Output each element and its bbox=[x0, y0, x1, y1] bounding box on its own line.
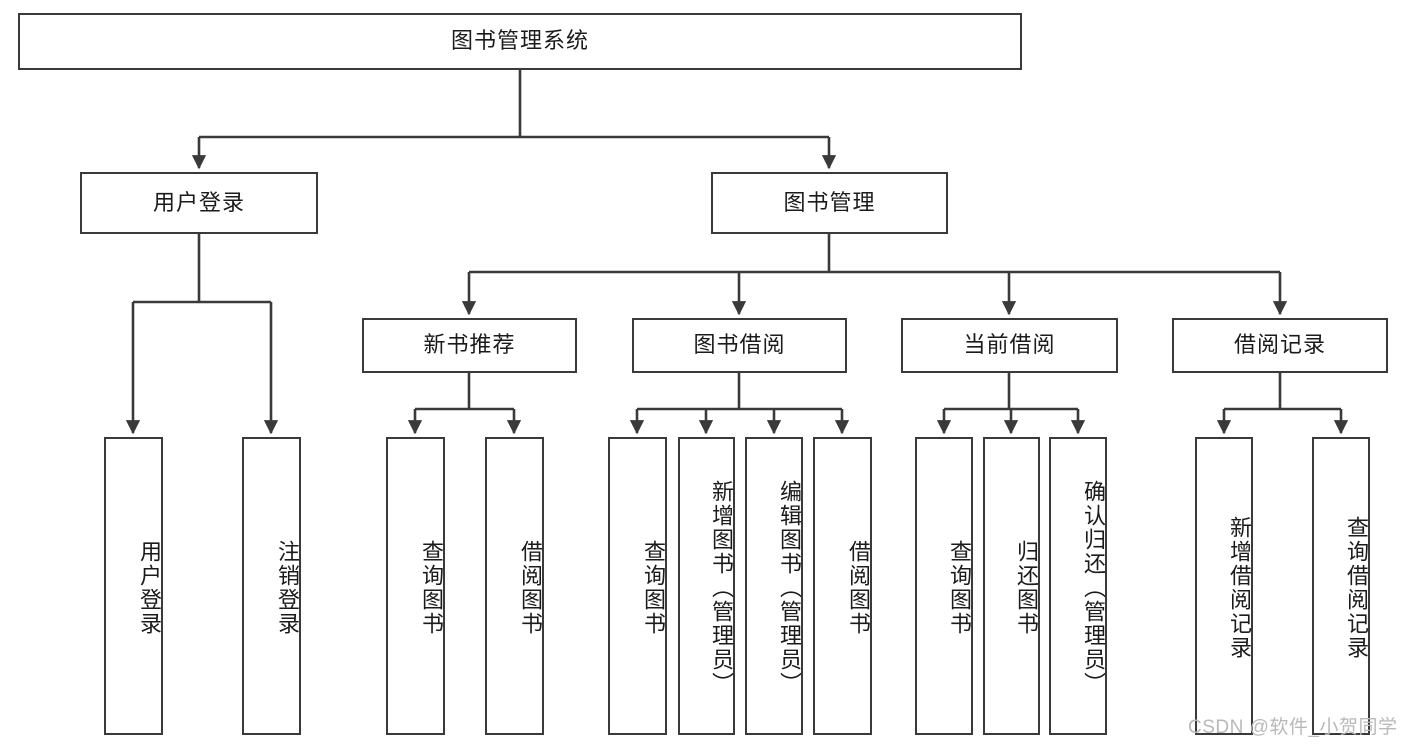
leaf-current-return-book[interactable]: 归还图书 bbox=[983, 437, 1040, 735]
watermark: CSDN @软件_小贺同学 bbox=[1188, 717, 1398, 738]
leaf-logout[interactable]: 注销登录 bbox=[242, 437, 301, 735]
node-borrow-record[interactable]: 借阅记录 bbox=[1172, 318, 1388, 373]
leaf-borrow-borrow-book[interactable]: 借阅图书 bbox=[813, 437, 872, 735]
leaf-record-add-record-label: 新增借阅记录 bbox=[1227, 516, 1252, 660]
leaf-newbook-query-book[interactable]: 查询图书 bbox=[386, 437, 445, 735]
leaf-current-return-book-label: 归还图书 bbox=[1014, 540, 1039, 636]
leaf-current-confirm-return-admin-label: 确认归还（管理员） bbox=[1081, 480, 1106, 696]
node-root[interactable]: 图书管理系统 bbox=[18, 13, 1022, 70]
leaf-current-confirm-return-admin[interactable]: 确认归还（管理员） bbox=[1049, 437, 1107, 735]
leaf-borrow-query-book-label: 查询图书 bbox=[641, 540, 666, 636]
leaf-borrow-edit-book-admin[interactable]: 编辑图书（管理员） bbox=[745, 437, 803, 735]
node-book-management[interactable]: 图书管理 bbox=[711, 172, 948, 234]
leaf-newbook-query-book-label: 查询图书 bbox=[419, 540, 444, 636]
leaf-logout-label: 注销登录 bbox=[275, 540, 300, 636]
node-borrow-record-label: 借阅记录 bbox=[1233, 332, 1326, 358]
leaf-current-query-book-label: 查询图书 bbox=[947, 540, 972, 636]
leaf-newbook-borrow-book[interactable]: 借阅图书 bbox=[485, 437, 544, 735]
leaf-borrow-query-book[interactable]: 查询图书 bbox=[608, 437, 667, 735]
leaf-current-query-book[interactable]: 查询图书 bbox=[915, 437, 973, 735]
node-root-label: 图书管理系统 bbox=[450, 28, 589, 54]
leaf-record-query-record-label: 查询借阅记录 bbox=[1344, 516, 1369, 660]
node-book-management-label: 图书管理 bbox=[783, 189, 876, 215]
leaf-user-login[interactable]: 用户登录 bbox=[104, 437, 163, 735]
leaf-borrow-add-book-admin[interactable]: 新增图书（管理员） bbox=[678, 437, 735, 735]
leaf-borrow-add-book-admin-label: 新增图书（管理员） bbox=[709, 480, 734, 696]
leaf-newbook-borrow-book-label: 借阅图书 bbox=[518, 540, 543, 636]
node-user-login[interactable]: 用户登录 bbox=[80, 172, 318, 234]
leaf-borrow-edit-book-admin-label: 编辑图书（管理员） bbox=[777, 480, 802, 696]
leaf-record-query-record[interactable]: 查询借阅记录 bbox=[1312, 437, 1370, 735]
node-user-login-label: 用户登录 bbox=[152, 189, 245, 215]
leaf-user-login-label: 用户登录 bbox=[137, 540, 162, 636]
node-current-borrow-label: 当前借阅 bbox=[963, 332, 1056, 358]
leaf-borrow-borrow-book-label: 借阅图书 bbox=[846, 540, 871, 636]
node-new-book-recommend-label: 新书推荐 bbox=[423, 332, 516, 358]
node-current-borrow[interactable]: 当前借阅 bbox=[901, 318, 1118, 373]
node-book-borrow[interactable]: 图书借阅 bbox=[632, 318, 847, 373]
node-book-borrow-label: 图书借阅 bbox=[693, 332, 786, 358]
node-new-book-recommend[interactable]: 新书推荐 bbox=[362, 318, 577, 373]
leaf-record-add-record[interactable]: 新增借阅记录 bbox=[1195, 437, 1253, 735]
